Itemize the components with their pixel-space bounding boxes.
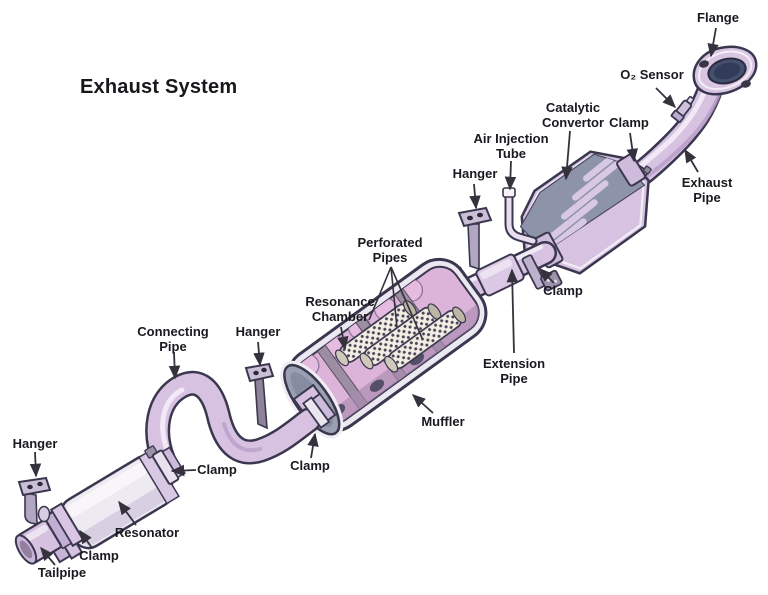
label-hanger-middle: Hanger [235, 324, 281, 339]
label-clamp-connecting: Clamp [197, 462, 237, 477]
arrow-muffler [411, 394, 434, 414]
label-air-injection-tube: Air Injection Tube [473, 131, 549, 161]
arrow-resonator [118, 500, 137, 526]
label-muffler: Muffler [421, 414, 465, 429]
label-clamp-exhaust: Clamp [609, 115, 649, 130]
arrow-hanger-upper [469, 183, 481, 210]
arrow-clamp-tailpipe [79, 529, 93, 549]
label-clamp-extension: Clamp [543, 283, 583, 298]
diagram-title: Exhaust System [80, 76, 238, 98]
label-extension-pipe: Extension Pipe [482, 356, 546, 386]
arrow-connecting-pipe [168, 351, 181, 380]
label-resonator: Resonator [114, 525, 180, 540]
label-flange: Flange [697, 10, 739, 25]
label-catalytic-convertor: Catalytic Convertor [541, 100, 605, 130]
label-tailpipe: Tailpipe [37, 565, 87, 580]
label-hanger-upper: Hanger [452, 166, 498, 181]
arrow-clamp-connecting [170, 464, 197, 477]
perforated-pipes-illustration [334, 300, 467, 373]
clamp-connecting-illustration [144, 445, 186, 485]
arrow-hanger-middle [253, 341, 265, 367]
flange-illustration [692, 45, 758, 96]
hanger-middle-bracket [244, 362, 275, 430]
label-o2-sensor: O₂ Sensor [620, 67, 684, 82]
label-clamp-muffler: Clamp [290, 458, 330, 473]
arrow-clamp-exhaust [626, 132, 638, 163]
arrow-tailpipe [40, 546, 56, 566]
arrow-clamp-muffler [307, 432, 319, 459]
hanger-upper-bracket [457, 206, 493, 271]
arrow-flange [707, 27, 719, 58]
arrow-exhaust-pipe [684, 148, 699, 173]
label-clamp-tailpipe: Clamp [79, 548, 119, 563]
label-exhaust-pipe: Exhaust Pipe [681, 175, 733, 205]
arrow-air-tube [504, 160, 517, 191]
connecting-pipe-illustration [145, 370, 322, 474]
arrow-resonance-chamber [337, 326, 349, 351]
hanger-left-bracket [17, 476, 52, 525]
arrow-o2-sensor [655, 87, 677, 109]
tailpipe-illustration [14, 502, 85, 565]
perforated-pipes-leaders [368, 266, 423, 339]
arrow-clamp-extension [538, 267, 555, 284]
arrow-catalytic [561, 130, 573, 181]
clamp-muffler-illustration [302, 392, 337, 429]
muffler-illustration [280, 257, 488, 439]
label-connecting-pipe: Connecting Pipe [137, 324, 209, 354]
label-perforated-pipes: Perforated Pipes [357, 235, 423, 265]
label-hanger-left: Hanger [12, 436, 58, 451]
arrow-extension-pipe [506, 268, 519, 354]
arrow-hanger-left [29, 451, 42, 478]
o2-sensor-illustration [670, 95, 695, 123]
leader-arrows [29, 27, 719, 566]
label-resonance-chamber: Resonance Chamber [305, 294, 375, 324]
